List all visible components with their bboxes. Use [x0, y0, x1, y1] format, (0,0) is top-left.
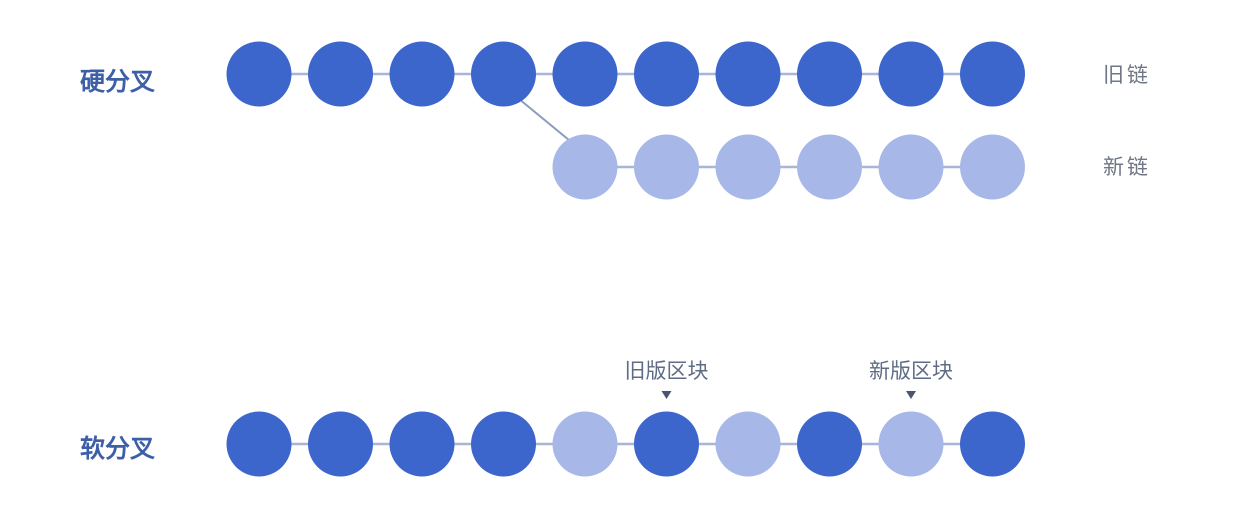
hard-new-chain-block-new	[960, 134, 1025, 200]
soft-fork-callouts: 旧版区块 新版区块	[625, 359, 953, 399]
new-chain-label: 新链	[1103, 155, 1151, 179]
soft-chain-block-old	[634, 411, 699, 477]
callout-arrow-icon	[661, 391, 672, 399]
old-chain-label: 旧链	[1103, 63, 1151, 87]
hard-new-chain-block-new	[715, 134, 781, 200]
hard-fork-old-chain	[226, 41, 1025, 107]
hard-fork-new-chain	[552, 134, 1025, 200]
soft-chain-block-old	[471, 411, 536, 477]
hard-old-chain-block-old	[878, 41, 944, 107]
soft-fork-title: 软分叉	[80, 434, 155, 463]
hard-old-chain-block-old	[960, 41, 1025, 107]
hard-old-chain-block-old	[552, 41, 618, 107]
soft-chain-block-new	[878, 411, 944, 477]
hard-old-chain-block-old	[715, 41, 781, 107]
hard-old-chain-block-old	[634, 41, 699, 107]
hard-fork-branch	[520, 100, 576, 146]
soft-chain-block-old	[308, 411, 373, 477]
soft-chain-block-new	[552, 411, 618, 477]
hard-new-chain-block-new	[797, 134, 862, 200]
hard-old-chain-block-old	[308, 41, 373, 107]
fork-branch-line	[520, 100, 576, 146]
soft-chain-block-old	[797, 411, 862, 477]
callout-label: 新版区块	[869, 359, 953, 383]
soft-chain-block-new	[715, 411, 781, 477]
hard-old-chain-block-old	[389, 41, 455, 107]
hard-old-chain-block-old	[471, 41, 536, 107]
soft-chain-block-old	[960, 411, 1025, 477]
soft-chain-block-old	[226, 411, 292, 477]
hard-new-chain-block-new	[878, 134, 944, 200]
soft-fork-chain	[226, 411, 1025, 477]
hard-old-chain-block-old	[226, 41, 292, 107]
callout-arrow-icon	[906, 391, 916, 399]
hard-new-chain-block-new	[634, 134, 699, 200]
hard-new-chain-block-new	[552, 134, 618, 200]
hard-fork-title: 硬分叉	[80, 67, 155, 96]
soft-chain-block-old	[389, 411, 455, 477]
callout-label: 旧版区块	[625, 359, 709, 383]
hard-old-chain-block-old	[797, 41, 862, 107]
